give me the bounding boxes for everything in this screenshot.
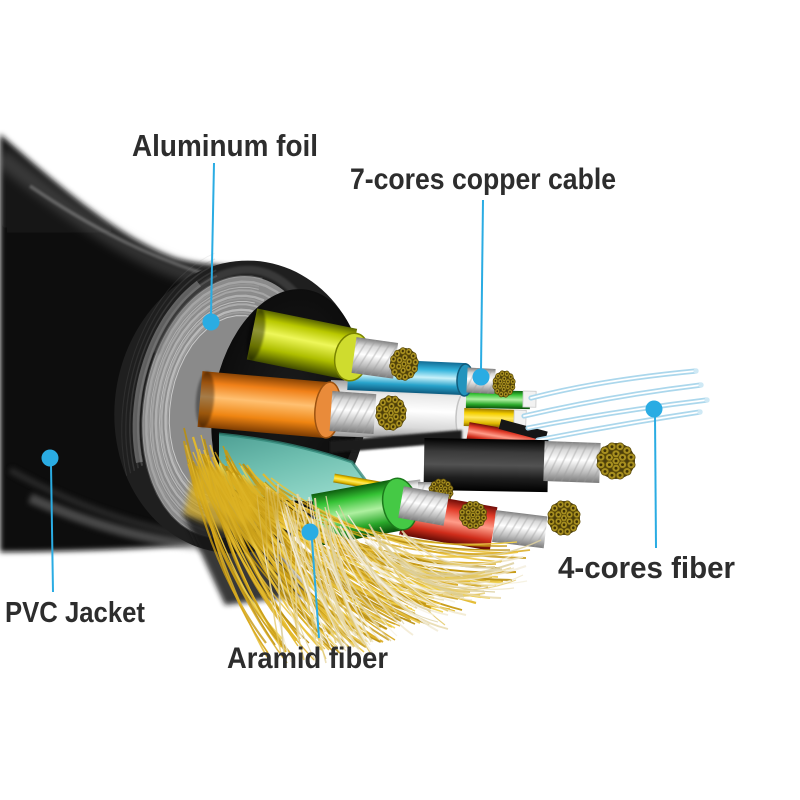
svg-text:Aramid fiber: Aramid fiber — [227, 642, 388, 675]
svg-text:PVC Jacket: PVC Jacket — [5, 597, 145, 629]
svg-text:4-cores fiber: 4-cores fiber — [558, 550, 735, 585]
svg-text:7-cores copper cable: 7-cores copper cable — [350, 163, 616, 196]
svg-text:Aluminum foil: Aluminum foil — [132, 128, 318, 163]
